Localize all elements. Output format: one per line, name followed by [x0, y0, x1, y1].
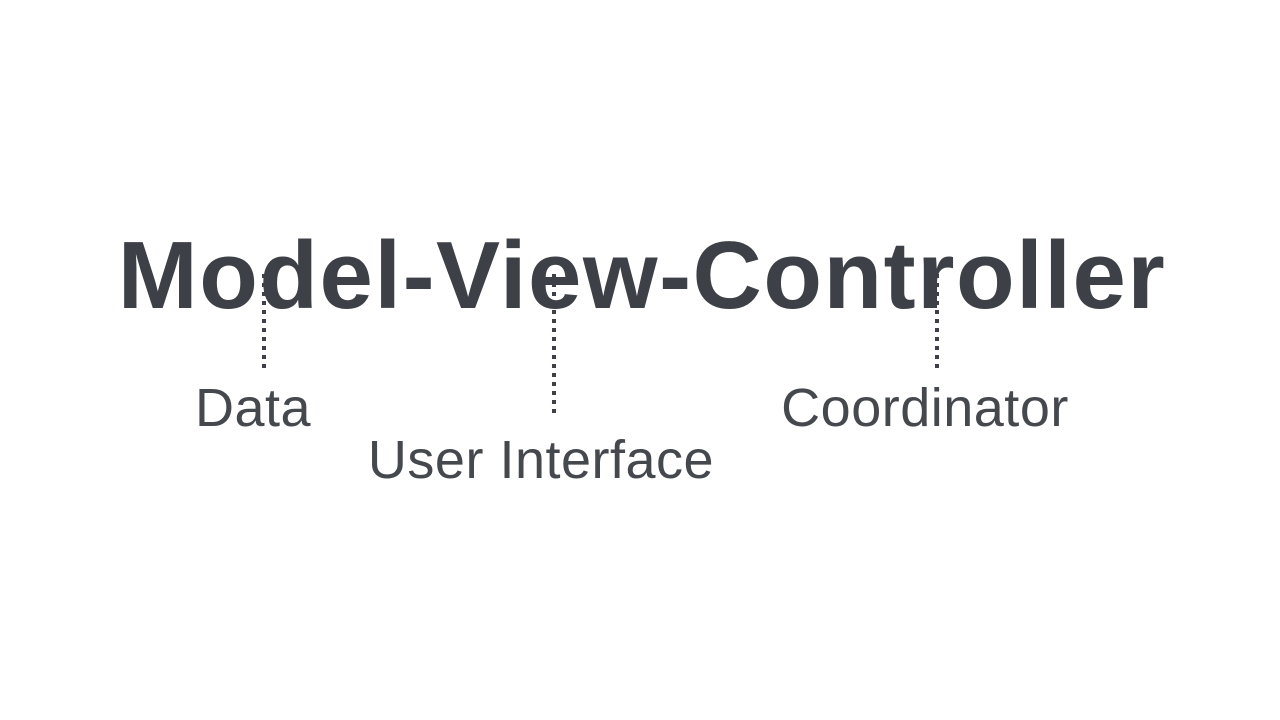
connector-controller-to-coordinator — [935, 274, 939, 370]
diagram-title: Model-View-Controller — [117, 222, 1167, 330]
connector-model-to-data — [262, 274, 266, 370]
connector-view-to-user-interface — [552, 274, 556, 418]
label-view-meaning: User Interface — [367, 430, 715, 490]
label-model-meaning: Data — [194, 378, 312, 438]
label-controller-meaning: Coordinator — [781, 378, 1069, 438]
